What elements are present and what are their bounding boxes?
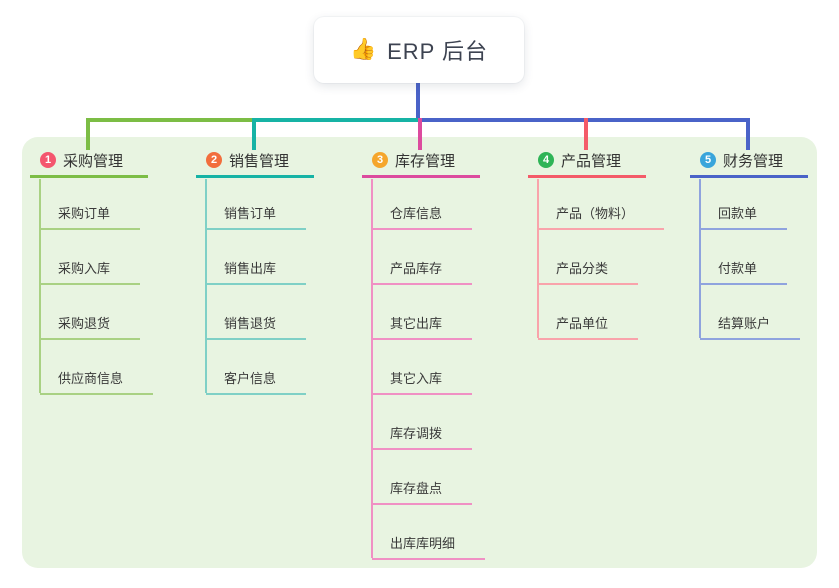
child-node-销售退货[interactable]: 销售退货 — [206, 316, 307, 340]
child-node-采购入库[interactable]: 采购入库 — [40, 261, 141, 285]
mindmap-panel — [22, 137, 817, 568]
branch-header-销售管理[interactable]: 2 销售管理 — [196, 149, 314, 178]
branch-header-产品管理[interactable]: 4 产品管理 — [528, 149, 646, 178]
branch-title: 销售管理 — [229, 152, 290, 170]
child-node-出库库明细[interactable]: 出库库明细 — [372, 536, 486, 560]
child-node-结算账户[interactable]: 结算账户 — [700, 316, 801, 340]
child-node-产品库存[interactable]: 产品库存 — [372, 261, 473, 285]
thumbs-up-icon: 👍 — [349, 38, 378, 61]
branch-number-badge: 4 — [538, 152, 554, 168]
branch-header-采购管理[interactable]: 1 采购管理 — [30, 149, 148, 178]
branch-number-badge: 3 — [372, 152, 388, 168]
branch-title: 库存管理 — [395, 152, 456, 170]
child-node-库存盘点[interactable]: 库存盘点 — [372, 481, 473, 505]
child-node-销售订单[interactable]: 销售订单 — [206, 206, 307, 230]
child-node-采购订单[interactable]: 采购订单 — [40, 206, 141, 230]
root-node-label: ERP 后台 — [387, 39, 489, 64]
branch-number-badge: 5 — [700, 152, 716, 168]
branch-header-财务管理[interactable]: 5 财务管理 — [690, 149, 808, 178]
child-node-产品分类[interactable]: 产品分类 — [538, 261, 639, 285]
child-node-采购退货[interactable]: 采购退货 — [40, 316, 141, 340]
branch-number-badge: 1 — [40, 152, 56, 168]
child-node-付款单[interactable]: 付款单 — [700, 261, 788, 285]
child-node-产品单位[interactable]: 产品单位 — [538, 316, 639, 340]
child-node-回款单[interactable]: 回款单 — [700, 206, 788, 230]
branch-title: 财务管理 — [723, 152, 784, 170]
child-node-仓库信息[interactable]: 仓库信息 — [372, 206, 473, 230]
branch-title: 产品管理 — [561, 152, 622, 170]
child-node-产品（物料）[interactable]: 产品（物料） — [538, 206, 665, 230]
child-node-销售出库[interactable]: 销售出库 — [206, 261, 307, 285]
child-node-其它入库[interactable]: 其它入库 — [372, 371, 473, 395]
child-node-客户信息[interactable]: 客户信息 — [206, 371, 307, 395]
child-node-库存调拨[interactable]: 库存调拨 — [372, 426, 473, 450]
root-node[interactable]: 👍 ERP 后台 — [314, 17, 524, 83]
branch-number-badge: 2 — [206, 152, 222, 168]
child-node-其它出库[interactable]: 其它出库 — [372, 316, 473, 340]
branch-header-库存管理[interactable]: 3 库存管理 — [362, 149, 480, 178]
branch-title: 采购管理 — [63, 152, 124, 170]
child-node-供应商信息[interactable]: 供应商信息 — [40, 371, 154, 395]
